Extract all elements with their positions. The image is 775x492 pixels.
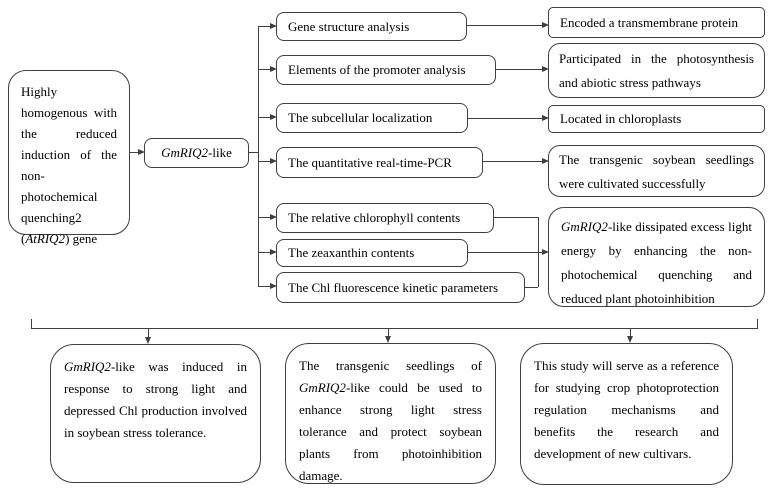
result-label: Participated in the photosynthesis and a… (559, 51, 754, 90)
analysis-box-zeaxanthin-contents: The zeaxanthin contents (276, 239, 468, 267)
result-text: GmRIQ2-like dissipated excess light ener… (561, 219, 752, 306)
arrow-to-conclusion-3 (627, 328, 633, 343)
analysis-box-chlorophyll-contents: The relative chlorophyll contents (276, 203, 494, 233)
branch-arrow-gene-structure (258, 23, 277, 29)
summary-bracket-left-tick (31, 319, 32, 328)
arrow-a1-to-r1 (467, 22, 549, 28)
result-box-chloroplasts: Located in chloroplasts (548, 105, 765, 133)
analysis-label: Elements of the promoter analysis (288, 62, 466, 77)
branch-arrow-pcr (258, 158, 277, 164)
analysis-label: The subcellular localization (288, 110, 433, 125)
conclusion-text: The transgenic seedlings of GmRIQ2-like … (299, 358, 482, 483)
analysis-box-subcellular-localization: The subcellular localization (276, 103, 468, 133)
branch-arrow-promoter (258, 66, 277, 72)
analysis-label: The zeaxanthin contents (288, 245, 415, 260)
analysis-label: Gene structure analysis (288, 18, 410, 34)
summary-bracket-line (31, 328, 758, 329)
arrow-a3-to-r3 (468, 115, 549, 121)
summary-bracket-right-tick (757, 319, 758, 328)
arrow-source-to-gene (130, 149, 145, 155)
arrow-a4-to-r4 (483, 158, 549, 164)
analysis-label: The relative chlorophyll contents (288, 210, 461, 225)
arrow-to-conclusion-1 (145, 328, 151, 344)
line-a7-to-collector (525, 287, 538, 288)
source-gene-box: Highly homogenous with the reduced induc… (8, 70, 130, 246)
analysis-box-promoter-elements: Elements of the promoter analysis (276, 55, 496, 85)
trunk-line (258, 26, 259, 287)
arrow-to-conclusion-2 (385, 328, 391, 343)
line-a5-to-collector (494, 217, 538, 218)
arrow-a2-to-r2 (496, 66, 549, 72)
gene-name-box: GmRIQ2-like (144, 138, 249, 168)
analysis-box-realtime-pcr: The quantitative real-time-PCR (276, 147, 483, 178)
branch-arrow-zeaxanthin (258, 249, 277, 255)
conclusion-text: This study will serve as a reference for… (534, 358, 719, 461)
analysis-label: The quantitative real-time-PCR (288, 154, 452, 170)
conclusion-text: GmRIQ2-like was induced in response to s… (64, 359, 247, 440)
analysis-box-chl-fluorescence: The Chl fluorescence kinetic parameters (276, 272, 525, 303)
result-label: Located in chloroplasts (560, 111, 682, 126)
line-gene-to-trunk (249, 152, 258, 153)
branch-arrow-fluorescence (258, 283, 277, 289)
result-label: The transgenic soybean seedlings were cu… (559, 152, 754, 191)
branch-arrow-localization (258, 114, 277, 120)
branch-arrow-chlorophyll (258, 214, 277, 220)
result-label: Encoded a transmembrane protein (560, 14, 738, 30)
analysis-label: The Chl fluorescence kinetic parameters (288, 279, 499, 295)
source-gene-text: Highly homogenous with the reduced induc… (21, 84, 117, 246)
result-box-photosynthesis-pathways: Participated in the photosynthesis and a… (548, 43, 765, 98)
conclusion-box-stress-tolerance: GmRIQ2-like was induced in response to s… (50, 344, 261, 483)
arrow-a6-to-r5 (468, 249, 549, 255)
result-box-transgenic-seedlings: The transgenic soybean seedlings were cu… (548, 145, 765, 197)
result-box-npq-photoinhibition: GmRIQ2-like dissipated excess light ener… (548, 207, 765, 307)
result-box-transmembrane-protein: Encoded a transmembrane protein (548, 7, 765, 38)
conclusion-box-crop-reference: This study will serve as a reference for… (520, 343, 733, 485)
analysis-box-gene-structure: Gene structure analysis (276, 12, 467, 41)
conclusion-box-photoinhibition-protection: The transgenic seedlings of GmRIQ2-like … (285, 343, 496, 484)
gene-name-text: GmRIQ2-like (161, 145, 232, 160)
